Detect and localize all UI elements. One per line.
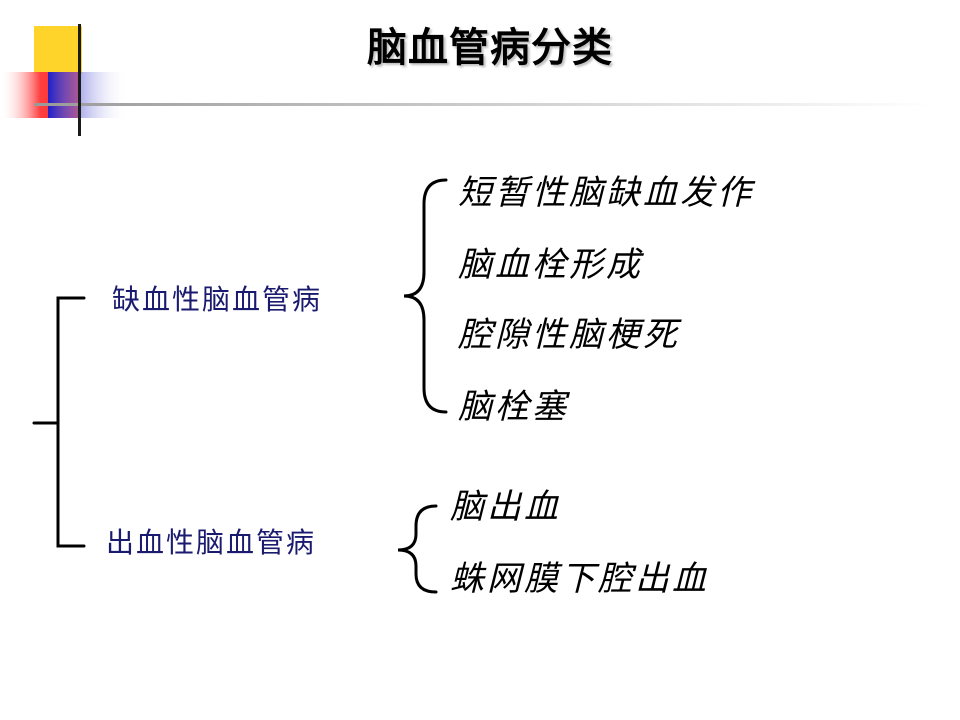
page-title: 脑血管病分类 xyxy=(367,25,613,71)
deco-yellow-block xyxy=(34,26,82,74)
deco-horizontal-rule xyxy=(34,103,934,106)
deco-vertical-rule xyxy=(78,24,81,136)
list-item: 蛛网膜下腔出血 xyxy=(450,559,709,599)
list-item: 脑栓塞 xyxy=(458,387,569,427)
category-hemorrhagic: 出血性脑血管病 xyxy=(106,526,317,559)
ischemic-brace xyxy=(403,178,448,414)
main-bracket xyxy=(56,296,86,548)
category-ischemic: 缺血性脑血管病 xyxy=(112,283,323,316)
list-item: 腔隙性脑梗死 xyxy=(458,315,680,355)
list-item: 脑血栓形成 xyxy=(458,245,643,285)
list-item: 短暂性脑缺血发作 xyxy=(458,173,754,213)
corner-decoration xyxy=(0,24,934,136)
list-item: 脑出血 xyxy=(450,487,561,527)
deco-blue-block xyxy=(48,72,128,118)
hemorrhagic-brace xyxy=(397,504,438,594)
